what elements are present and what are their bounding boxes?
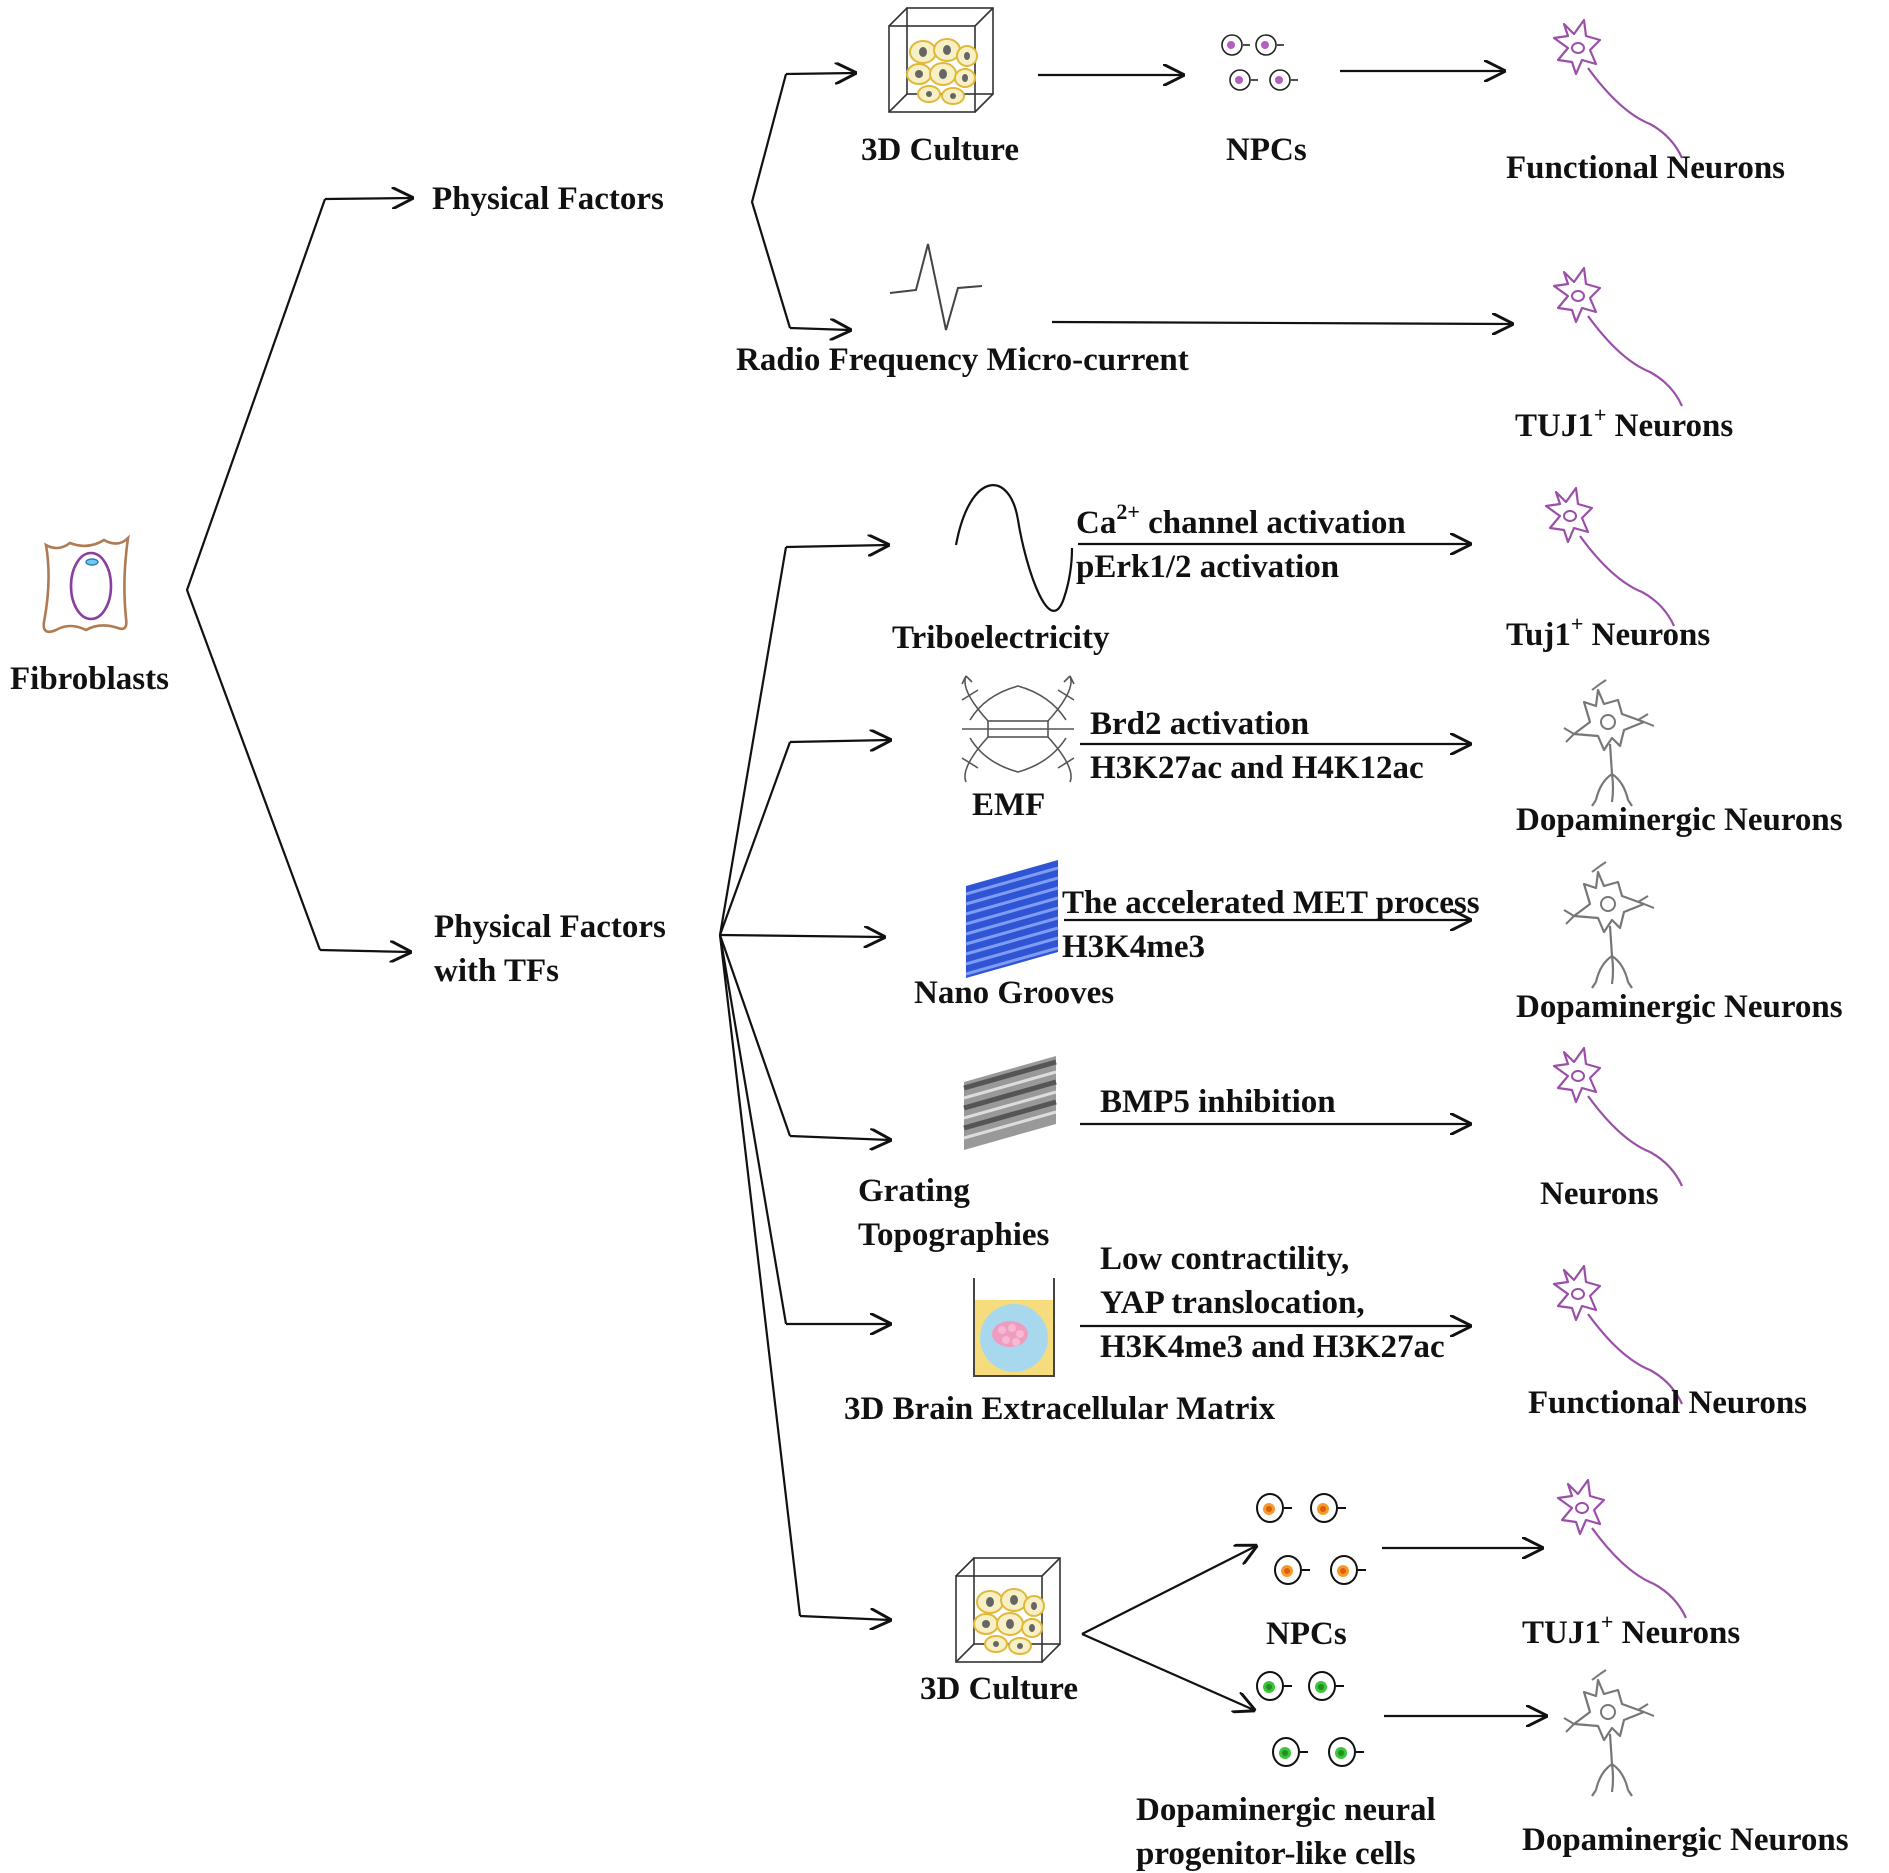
label-functional-neurons-top: Functional Neurons — [1506, 150, 1785, 186]
label-da-neurons-nano: Dopaminergic Neurons — [1516, 989, 1843, 1025]
neuron-purple-icon-tuj1-bottom — [1556, 1478, 1688, 1620]
label-ecm: 3D Brain Extracellular Matrix — [844, 1391, 1276, 1427]
label-physical-factors: Physical Factors — [432, 181, 664, 217]
label-emf: EMF — [972, 787, 1045, 823]
label-3d-culture-top: 3D Culture — [861, 132, 1019, 168]
label-physical-factors-tfs-line1: Physical Factors — [434, 909, 666, 945]
ecm-well-icon — [973, 1278, 1055, 1377]
grating-plates-icon — [963, 1056, 1057, 1150]
label-da-progenitor-line1: Dopaminergic neural — [1136, 1792, 1436, 1828]
label-ecm-mech-2: YAP translocation, — [1100, 1285, 1365, 1321]
label-functional-neurons-ecm: Functional Neurons — [1528, 1385, 1807, 1421]
npc-cells-icon-orange — [1256, 1493, 1367, 1585]
label-ecm-mech-3: H3K4me3 and H3K27ac — [1100, 1329, 1445, 1365]
npc-cells-icon-top — [1221, 34, 1299, 91]
label-npcs-bottom: NPCs — [1266, 1616, 1347, 1652]
label-physical-factors-tfs-line2: with TFs — [434, 953, 559, 989]
label-npcs-top: NPCs — [1226, 132, 1307, 168]
label-grating-mech: BMP5 inhibition — [1100, 1084, 1336, 1120]
label-radio-frequency: Radio Frequency Micro-current — [736, 342, 1189, 378]
npc-cells-icon-green — [1256, 1671, 1365, 1767]
label-emf-mech-1: Brd2 activation — [1090, 706, 1309, 742]
neuron-gray-icon-nano — [1562, 860, 1656, 990]
label-da-neurons-bottom: Dopaminergic Neurons — [1522, 1822, 1849, 1858]
3d-culture-cube-icon-top — [888, 7, 994, 113]
emf-device-icon — [961, 675, 1075, 783]
label-neurons-grating: Neurons — [1540, 1176, 1659, 1212]
neuron-purple-icon-tuj1 — [1552, 266, 1684, 408]
neuron-gray-icon-emf — [1562, 678, 1656, 808]
label-da-neurons-emf: Dopaminergic Neurons — [1516, 802, 1843, 838]
neuron-purple-icon-grating — [1552, 1046, 1684, 1188]
neuron-gray-icon-da-bottom — [1562, 1668, 1656, 1798]
neuron-purple-icon-functional — [1552, 18, 1684, 160]
label-tuj1-neurons-tribo: Tuj1+ Neurons — [1506, 611, 1710, 653]
nano-grooves-icon — [965, 860, 1059, 978]
label-emf-mech-2: H3K27ac and H4K12ac — [1090, 750, 1424, 786]
label-nano-grooves: Nano Grooves — [914, 975, 1114, 1011]
label-tuj1-neurons-top: TUJ1+ Neurons — [1515, 402, 1733, 444]
label-nano-mech-2: H3K4me3 — [1062, 929, 1205, 965]
3d-culture-cube-icon-bottom — [955, 1557, 1061, 1663]
flow-lines — [185, 71, 1546, 1716]
label-triboelectricity: Triboelectricity — [892, 620, 1110, 656]
neuron-purple-icon-ecm — [1552, 1264, 1684, 1406]
sine-wave-icon — [954, 484, 1074, 612]
label-ecm-mech-1: Low contractility, — [1100, 1241, 1349, 1277]
label-fibroblasts: Fibroblasts — [10, 661, 169, 697]
label-tuj1-neurons-bottom: TUJ1+ Neurons — [1522, 1609, 1740, 1651]
label-3d-culture-bottom: 3D Culture — [920, 1671, 1078, 1707]
label-grating-line2: Topographies — [858, 1217, 1050, 1253]
rf-waveform-icon — [889, 243, 983, 331]
fibroblast-cell-icon — [42, 534, 130, 634]
neuron-purple-icon-tribo — [1544, 486, 1676, 628]
label-grating-line1: Grating — [858, 1173, 970, 1209]
label-tribo-mech-1: Ca2+ channel activation — [1076, 499, 1406, 541]
label-tribo-mech-2: pErk1/2 activation — [1076, 549, 1339, 585]
label-da-progenitor-line2: progenitor-like cells — [1136, 1836, 1416, 1872]
label-nano-mech-1: The accelerated MET process — [1062, 885, 1480, 921]
